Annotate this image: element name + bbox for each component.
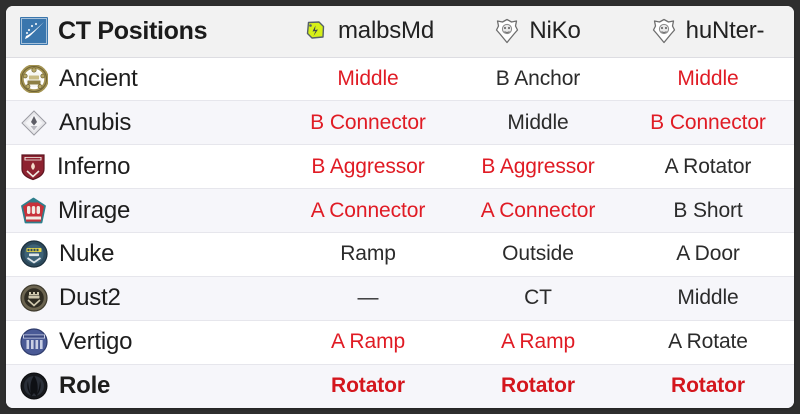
header-player-1[interactable]: malbsMd (282, 6, 454, 58)
map-cell-vertigo: Vertigo (6, 320, 282, 365)
niko-team-crest-icon (495, 18, 519, 44)
map-label: Nuke (59, 240, 115, 268)
map-cell-mirage: Mirage (6, 188, 282, 233)
map-label: Dust2 (59, 284, 121, 312)
positions-card: CT Positions malbsMd (6, 6, 794, 408)
map-label: Inferno (57, 152, 131, 180)
position-cell: A Rotator (622, 144, 794, 190)
map-cell-ancient: Ancient (6, 57, 282, 102)
header-title-cell: CT Positions (6, 6, 282, 58)
position-cell: Rotator (331, 374, 405, 398)
position-cell: A Ramp (282, 320, 454, 365)
table-row: Dust2 — CT Middle (6, 276, 794, 321)
mirage-map-icon (20, 197, 47, 225)
player-name-2: NiKo (529, 17, 581, 45)
table-row: Mirage A Connector A Connector B Short (6, 188, 794, 233)
position-cell: Outside (454, 232, 622, 277)
position-cell: B Aggressor (454, 144, 622, 190)
map-label: Mirage (58, 196, 131, 224)
player-name-1: malbsMd (338, 17, 434, 45)
position-cell: B Anchor (454, 57, 622, 102)
table-row: Ancient Middle B Anchor Middle (6, 57, 794, 102)
role-icon (20, 372, 48, 400)
position-cell: A Connector (282, 188, 454, 233)
position-cell: A Door (622, 232, 794, 277)
map-cell-inferno: Inferno (6, 144, 282, 190)
position-cell: A Ramp (454, 320, 622, 365)
page-title: CT Positions (58, 16, 208, 45)
player-name-3: huNter- (685, 17, 765, 45)
header-row: CT Positions malbsMd (6, 6, 794, 58)
malbsmd-team-logo-icon (302, 18, 328, 44)
position-cell: CT (454, 276, 622, 321)
map-label: Role (59, 372, 111, 400)
ancient-map-icon (20, 64, 48, 93)
map-label: Ancient (59, 64, 138, 92)
map-label: Vertigo (59, 328, 133, 356)
inferno-map-icon (20, 153, 46, 181)
position-cell: Rotator (501, 374, 575, 398)
position-cell: B Connector (282, 100, 454, 146)
map-cell-nuke: Nuke (6, 232, 282, 277)
map-label: Anubis (59, 108, 132, 136)
position-cell: B Aggressor (282, 144, 454, 190)
position-cell: B Short (622, 188, 794, 233)
dust2-map-icon (20, 284, 48, 312)
table-body: Ancient Middle B Anchor Middle (6, 57, 794, 408)
header-player-2[interactable]: NiKo (454, 6, 622, 58)
nuke-map-icon (20, 240, 48, 269)
table-row: Anubis B Connector Middle B Connector (6, 100, 794, 146)
table-header: CT Positions malbsMd (6, 6, 794, 58)
position-cell: Middle (282, 57, 454, 102)
map-cell-anubis: Anubis (6, 100, 282, 146)
anubis-map-icon (20, 109, 48, 137)
hunter-team-crest-icon (652, 18, 676, 44)
table-row: Inferno B Aggressor B Aggressor A Rotato… (6, 144, 794, 190)
position-cell: Middle (622, 276, 794, 321)
position-cell: A Connector (454, 188, 622, 233)
table-row: Role Rotator Rotator Rotator (6, 364, 794, 408)
ct-positions-table: CT Positions malbsMd (6, 6, 794, 408)
chart-swoosh-icon (20, 17, 48, 46)
position-cell: Middle (622, 57, 794, 102)
position-cell: — (282, 276, 454, 321)
position-cell: B Connector (622, 100, 794, 146)
table-row: Nuke Ramp Outside A Door (6, 232, 794, 277)
map-cell-dust2: Dust2 (6, 276, 282, 321)
position-cell: Ramp (282, 232, 454, 277)
table-row: Vertigo A Ramp A Ramp A Rotate (6, 320, 794, 365)
position-cell: A Rotate (622, 320, 794, 365)
vertigo-map-icon (20, 328, 48, 356)
position-cell: Rotator (671, 374, 745, 398)
position-cell: Middle (454, 100, 622, 146)
header-player-3[interactable]: huNter- (622, 6, 794, 58)
map-cell-role: Role (6, 364, 282, 408)
